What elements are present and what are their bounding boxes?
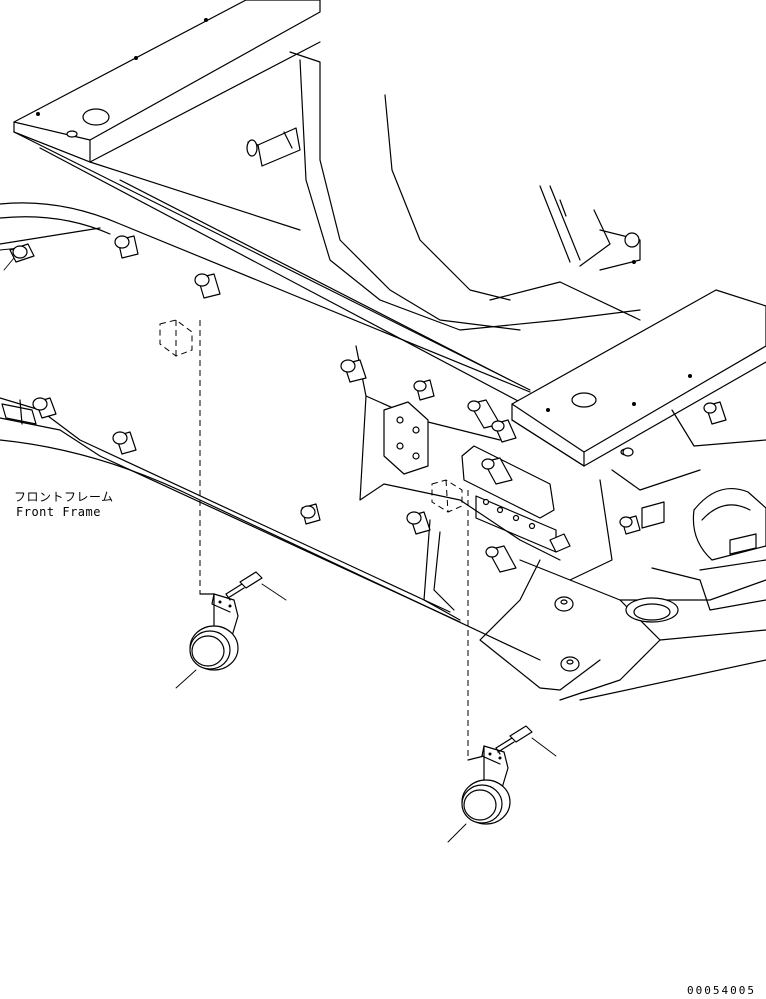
nut-14 — [554, 596, 574, 612]
nut-1 — [9, 243, 35, 263]
front-deck-plate — [511, 289, 766, 467]
part-label-japanese: フロントフレーム — [14, 490, 114, 504]
standoff-nuts — [9, 235, 727, 672]
nut-16 — [703, 401, 727, 425]
nut-6 — [300, 503, 321, 525]
phantom-bracket-right — [431, 479, 463, 513]
install-guide-lines — [199, 320, 469, 760]
horn-left — [175, 593, 239, 689]
nut-11 — [481, 457, 513, 485]
mount-plate — [383, 401, 429, 475]
upper-side-rail — [13, 51, 641, 403]
label-leader — [3, 257, 15, 271]
nut-5 — [112, 431, 137, 455]
nut-18 — [622, 447, 634, 457]
harness-upper — [0, 202, 531, 393]
harness-lower — [0, 397, 541, 661]
nut-15 — [560, 656, 580, 672]
rear-deck-plate — [13, 0, 321, 163]
bolt-left — [225, 571, 287, 601]
nut-4 — [32, 397, 57, 419]
nut-10 — [491, 419, 517, 443]
nut-17 — [619, 515, 641, 535]
bolt-right — [495, 725, 557, 757]
horn-right — [447, 745, 511, 843]
phantom-bracket-left — [159, 319, 193, 357]
clip-bracket-top — [246, 127, 301, 167]
drawing-code: 00054005 — [687, 984, 756, 997]
nut-3 — [194, 273, 221, 299]
nut-13 — [485, 545, 517, 573]
rear-linkage — [539, 185, 641, 271]
part-label-english: Front Frame — [16, 505, 101, 519]
slotted-plate — [461, 445, 571, 553]
frame-openings — [611, 409, 766, 623]
nut-8 — [413, 379, 435, 401]
nut-7 — [340, 359, 367, 383]
nut-2 — [114, 235, 139, 259]
nut-12 — [406, 511, 431, 535]
